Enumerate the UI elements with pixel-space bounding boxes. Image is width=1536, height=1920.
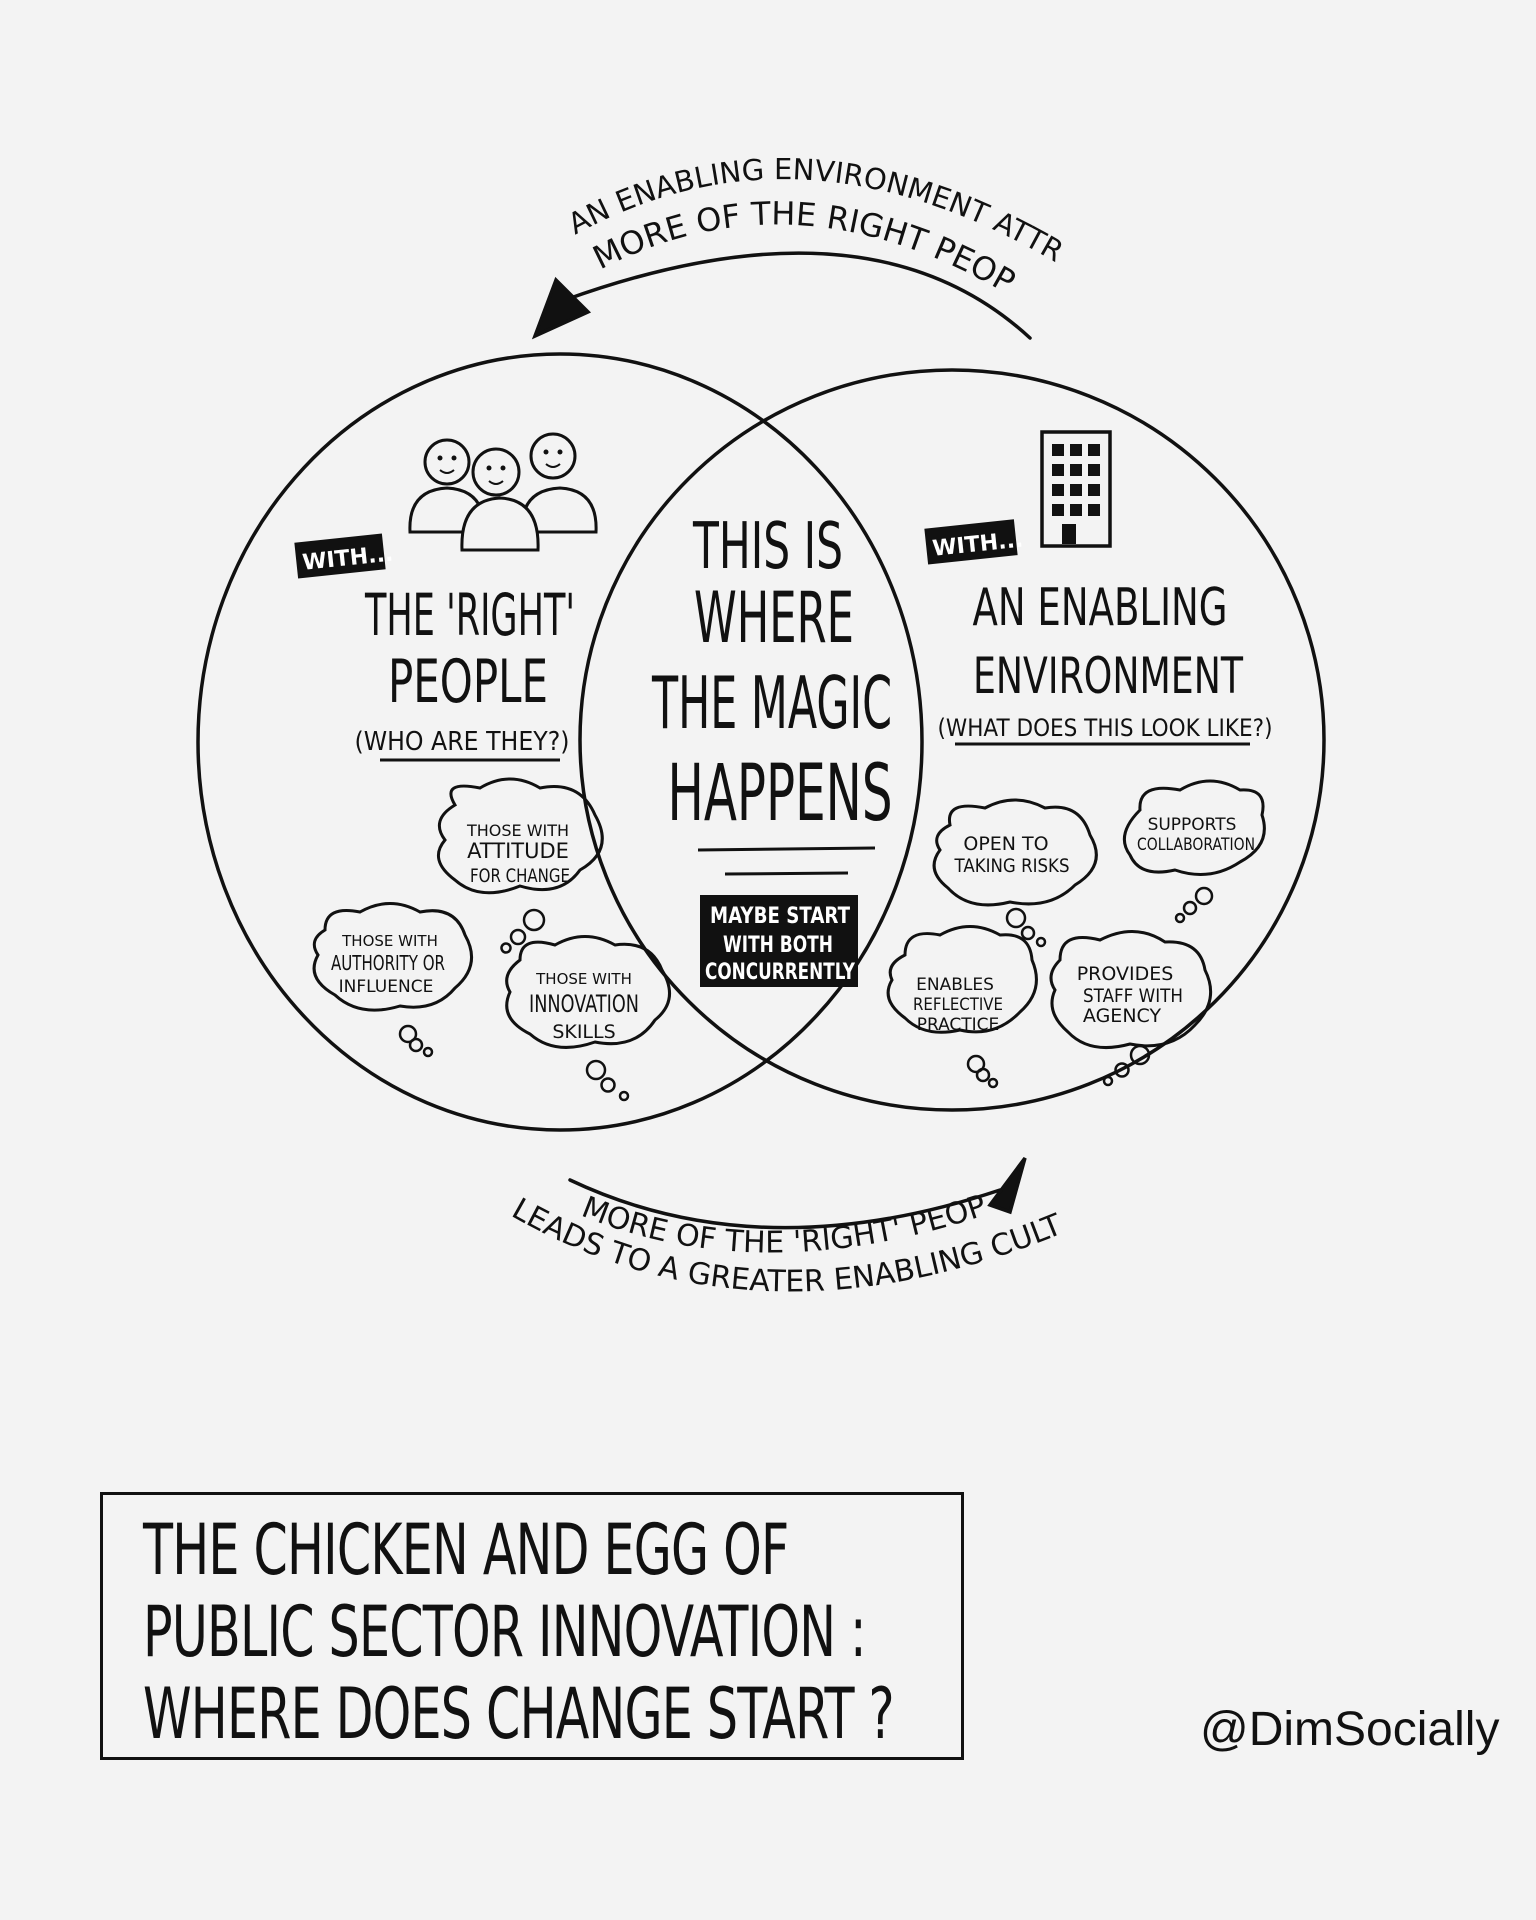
svg-text:FOR CHANGE: FOR CHANGE bbox=[470, 865, 570, 887]
right-title-line2: ENVIRONMENT bbox=[973, 647, 1243, 705]
thought-bubble-authority: THOSE WITH AUTHORITY OR INFLUENCE bbox=[312, 902, 473, 1058]
svg-text:WITH BOTH: WITH BOTH bbox=[723, 933, 833, 958]
title-box: THE CHICKEN AND EGG OF PUBLIC SECTOR INN… bbox=[100, 1492, 964, 1760]
svg-text:STAFF WITH: STAFF WITH bbox=[1083, 985, 1183, 1007]
title-line-1: THE CHICKEN AND EGG OF bbox=[143, 1509, 789, 1591]
svg-text:ENABLES: ENABLES bbox=[916, 975, 994, 995]
center-line4: HAPPENS bbox=[668, 749, 893, 839]
svg-text:ATTITUDE: ATTITUDE bbox=[467, 839, 569, 863]
left-with-tag: WITH... bbox=[294, 533, 394, 579]
right-subtitle: (WHAT DOES THIS LOOK LIKE?) bbox=[938, 714, 1273, 742]
svg-text:THOSE WITH: THOSE WITH bbox=[535, 970, 632, 988]
right-circle bbox=[578, 368, 1326, 1112]
center-line3: THE MAGIC bbox=[651, 661, 892, 745]
svg-text:PRACTICE: PRACTICE bbox=[917, 1015, 1000, 1035]
left-circle bbox=[196, 352, 924, 1132]
svg-text:COLLABORATION: COLLABORATION bbox=[1137, 835, 1255, 855]
left-title-line2: PEOPLE bbox=[388, 647, 548, 717]
title-line-3: WHERE DOES CHANGE START ? bbox=[143, 1673, 895, 1755]
svg-text:SUPPORTS: SUPPORTS bbox=[1148, 815, 1237, 835]
left-subtitle: (WHO ARE THEY?) bbox=[355, 727, 570, 757]
top-arrow-text-line2: MORE OF THE RIGHT PEOPLE bbox=[0, 0, 1022, 301]
thought-bubble-innovation: THOSE WITH INNOVATION SKILLS bbox=[505, 935, 671, 1102]
thought-bubble-attitude: THOSE WITH ATTITUDE FOR CHANGE bbox=[436, 777, 604, 954]
title-line-2: PUBLIC SECTOR INNOVATION : bbox=[143, 1591, 867, 1673]
left-title-line1: THE 'RIGHT' bbox=[364, 581, 575, 649]
thought-bubble-risks: OPEN TO TAKING RISKS bbox=[932, 798, 1098, 948]
right-circle-title: AN ENABLING ENVIRONMENT (WHAT DOES THIS … bbox=[938, 578, 1273, 746]
svg-text:MAYBE START: MAYBE START bbox=[710, 904, 850, 929]
left-circle-title: THE 'RIGHT' PEOPLE (WHO ARE THEY?) bbox=[355, 581, 575, 762]
svg-text:CONCURRENTLY: CONCURRENTLY bbox=[705, 960, 856, 985]
center-magic-text: THIS IS WHERE THE MAGIC HAPPENS bbox=[651, 510, 893, 876]
svg-text:AUTHORITY OR: AUTHORITY OR bbox=[331, 951, 445, 975]
svg-text:AGENCY: AGENCY bbox=[1083, 1005, 1162, 1027]
right-with-tag: WITH... bbox=[924, 519, 1024, 565]
center-line1: THIS IS bbox=[692, 510, 843, 584]
building-icon bbox=[1040, 430, 1112, 548]
right-title-line1: AN ENABLING bbox=[973, 578, 1228, 638]
svg-text:REFLECTIVE: REFLECTIVE bbox=[913, 995, 1003, 1015]
thought-bubble-collaboration: SUPPORTS COLLABORATION bbox=[1122, 779, 1266, 924]
bottom-cycle-arrow bbox=[568, 1156, 1027, 1230]
svg-text:PROVIDES: PROVIDES bbox=[1077, 963, 1174, 985]
svg-text:INFLUENCE: INFLUENCE bbox=[339, 977, 434, 997]
thought-bubble-reflective: ENABLES REFLECTIVE PRACTICE bbox=[886, 925, 1038, 1089]
author-credit: @DimSocially bbox=[1200, 1703, 1500, 1756]
center-line2: WHERE bbox=[694, 577, 854, 659]
thought-bubble-agency: PROVIDES STAFF WITH AGENCY bbox=[1049, 930, 1213, 1087]
people-icon bbox=[408, 432, 598, 552]
svg-text:TAKING RISKS: TAKING RISKS bbox=[954, 855, 1070, 877]
top-cycle-arrow bbox=[531, 251, 1032, 340]
svg-text:OPEN TO: OPEN TO bbox=[963, 833, 1048, 855]
svg-text:SKILLS: SKILLS bbox=[552, 1021, 615, 1043]
svg-text:THOSE WITH: THOSE WITH bbox=[341, 932, 438, 950]
svg-text:INNOVATION: INNOVATION bbox=[529, 990, 639, 1018]
center-note-box: MAYBE START WITH BOTH CONCURRENTLY bbox=[700, 895, 858, 987]
svg-text:THOSE WITH: THOSE WITH bbox=[466, 821, 569, 840]
